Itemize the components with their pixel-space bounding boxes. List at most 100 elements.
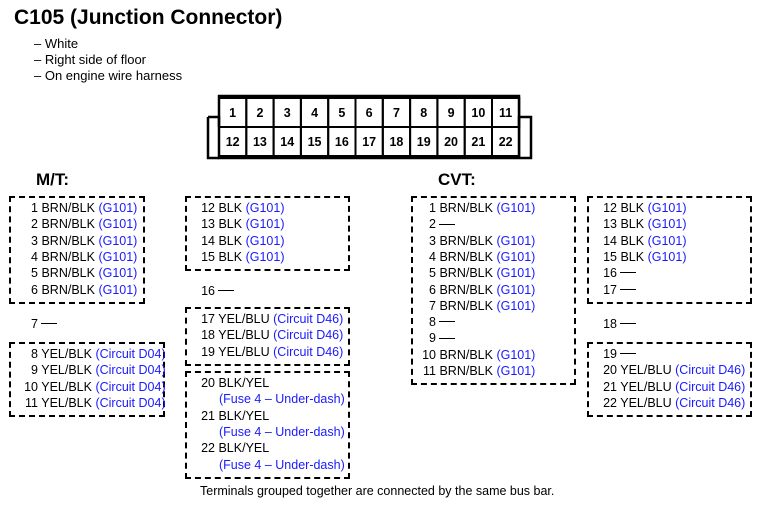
circuit-reference: (G101) — [98, 217, 138, 232]
pin-row: 18 YEL/BLU (Circuit D46) — [188, 328, 343, 343]
pin-row: 19 — [590, 347, 636, 362]
wire-color: BLK/YEL — [215, 441, 270, 456]
connector-pin-label: 1 — [229, 106, 236, 120]
connector-pin-label: 18 — [389, 135, 403, 149]
circuit-reference: (G101) — [496, 249, 536, 264]
circuit-reference: (G101) — [496, 233, 536, 248]
wire-color: YEL/BLU — [215, 328, 274, 343]
pin-row: 5 BRN/BLK (G101) — [414, 266, 535, 281]
unused-pin-dash — [218, 290, 234, 292]
pin-row: 22 YEL/BLU (Circuit D46) — [590, 396, 745, 411]
wire-color: BRN/BLK — [436, 298, 497, 313]
pin-number: 20 — [603, 363, 617, 378]
pin-number: 16 — [603, 266, 617, 281]
circuit-reference: (G101) — [98, 201, 138, 215]
pin-number: 5 — [31, 266, 38, 281]
pin-number: 7 — [429, 298, 436, 313]
mt-bus-group-3 — [185, 196, 350, 272]
wire-color: YEL/BLU — [215, 312, 274, 326]
connector-pin-label: 7 — [393, 106, 400, 120]
circuit-reference: (G101) — [647, 249, 687, 264]
connector-pin-label: 22 — [499, 135, 513, 149]
pin-number: 13 — [201, 217, 215, 232]
circuit-reference: (Circuit D46) — [675, 363, 746, 378]
wire-color: YEL/BLU — [215, 344, 274, 359]
wire-color: YEL/BLU — [617, 363, 676, 378]
unused-pin-dash — [620, 353, 636, 355]
circuit-reference: (G101) — [647, 201, 687, 215]
wire-color: BLK — [215, 249, 246, 264]
cvt-heading: CVT: — [438, 170, 476, 189]
wire-color: BRN/BLK — [38, 217, 99, 232]
pin-row: 13 BLK (G101) — [188, 217, 284, 232]
circuit-reference: (G101) — [496, 364, 536, 378]
wire-color: BRN/BLK — [38, 282, 99, 297]
connector-pin-label: 20 — [444, 135, 458, 149]
pin-row: 19 YEL/BLU (Circuit D46) — [188, 345, 343, 360]
wire-color: YEL/BLK — [38, 347, 96, 361]
connector-pin-label: 14 — [280, 135, 294, 149]
wire-color: BRN/BLK — [436, 282, 497, 297]
pin-number: 15 — [201, 249, 215, 264]
pin-number: 15 — [603, 249, 617, 264]
pin-number: 16 — [201, 284, 215, 298]
circuit-reference: (Circuit D04) — [95, 395, 166, 410]
pin-number: 4 — [31, 249, 38, 264]
pin-row: 12 BLK (G101) — [590, 201, 686, 216]
connector-notes: – White – Right side of floor – On engin… — [34, 36, 182, 84]
wire-color: BRN/BLK — [436, 364, 497, 378]
wire-color: BLK — [617, 233, 648, 248]
footer-note: Terminals grouped together are connected… — [200, 484, 555, 498]
pin-row: 4 BRN/BLK (G101) — [12, 250, 137, 265]
connector-pin-label: 8 — [420, 106, 427, 120]
pin-row-unused: 7 — [12, 317, 57, 332]
connector-pin-label: 10 — [471, 106, 485, 120]
unused-pin-dash — [439, 321, 455, 323]
pin-number: 9 — [429, 331, 436, 346]
circuit-reference: (G101) — [496, 347, 536, 362]
circuit-reference: (Fuse 4 – Under-dash) — [219, 424, 345, 439]
circuit-reference: (G101) — [98, 282, 138, 297]
wire-color: BLK — [215, 201, 246, 215]
circuit-reference: (G101) — [98, 233, 138, 248]
pin-row: 10 BRN/BLK (G101) — [414, 348, 535, 363]
pin-row: 5 BRN/BLK (G101) — [12, 266, 137, 281]
pin-number: 14 — [201, 233, 215, 248]
wire-color: BLK — [617, 201, 648, 215]
circuit-reference: (Circuit D46) — [675, 395, 746, 410]
pin-number: 10 — [24, 379, 38, 394]
pin-row: 6 BRN/BLK (G101) — [414, 283, 535, 298]
connector-pin-label: 15 — [308, 135, 322, 149]
pin-row-unused: 18 — [590, 317, 636, 332]
connector-pin-label: 12 — [226, 135, 240, 149]
wire-color: YEL/BLU — [617, 395, 676, 410]
pin-number: 6 — [429, 282, 436, 297]
wire-color: BRN/BLK — [38, 266, 99, 281]
pin-number: 18 — [603, 317, 617, 331]
pin-number: 8 — [31, 347, 38, 361]
pin-number: 19 — [603, 347, 617, 361]
circuit-reference: (G101) — [496, 266, 536, 281]
pin-number: 17 — [201, 312, 215, 326]
wire-color: YEL/BLK — [38, 395, 96, 410]
circuit-reference: (Fuse 4 – Under-dash) — [219, 392, 345, 407]
wire-color: BLK/YEL — [215, 376, 270, 390]
circuit-reference: (G101) — [245, 249, 285, 264]
pin-row: 21 BLK/YEL — [188, 409, 269, 424]
pin-row: 6 BRN/BLK (G101) — [12, 283, 137, 298]
pin-row: 8 — [414, 315, 455, 330]
connector-pin-label: 11 — [499, 106, 512, 120]
wire-color: BRN/BLK — [38, 249, 99, 264]
pin-row: 11 YEL/BLK (Circuit D04) — [12, 396, 166, 411]
circuit-reference: (Circuit D04) — [95, 379, 166, 394]
pin-number: 5 — [429, 266, 436, 281]
pin-row: 8 YEL/BLK (Circuit D04) — [12, 347, 166, 362]
circuit-reference: (Circuit D46) — [273, 344, 344, 359]
circuit-reference: (G101) — [496, 201, 536, 215]
connector-pin-label: 13 — [253, 135, 267, 149]
pin-number: 9 — [31, 363, 38, 378]
pin-number: 12 — [201, 201, 215, 215]
cvt-bus-group-2 — [587, 196, 752, 304]
pin-row: 20 YEL/BLU (Circuit D46) — [590, 363, 745, 378]
mt-bus-group-5 — [185, 371, 350, 479]
